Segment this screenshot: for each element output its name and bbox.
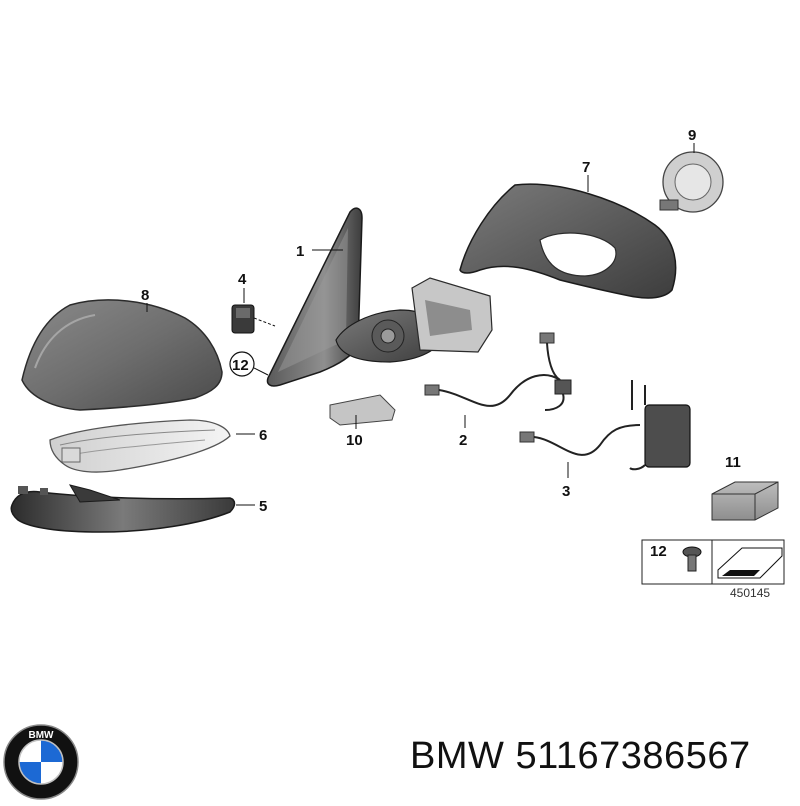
callout-12-circled-label: 12 xyxy=(232,357,249,374)
callout-12-box: 12 xyxy=(650,543,667,560)
callout-2: 2 xyxy=(459,432,467,449)
callout-3: 3 xyxy=(562,483,570,500)
part-12-screw-panel xyxy=(641,539,785,585)
bmw-roundel-icon: BMW xyxy=(3,724,79,800)
callout-1: 1 xyxy=(296,243,304,260)
part-11-box xyxy=(711,481,779,521)
part-7-housing-frame xyxy=(459,183,677,299)
diagram-reference-number: 450145 xyxy=(730,586,770,600)
part-3-harness-module xyxy=(519,380,691,471)
callout-7: 7 xyxy=(582,159,590,176)
callout-12-circled: 12 xyxy=(229,351,255,377)
callout-11: 11 xyxy=(725,454,741,471)
part-caption: BMW 51167386567 xyxy=(410,735,751,778)
part-adjustment-motor xyxy=(335,277,493,363)
part-5-trim-strip xyxy=(10,484,236,533)
callout-6: 6 xyxy=(259,427,267,444)
screw-icon xyxy=(682,546,702,572)
bmw-logo: BMW xyxy=(2,723,80,801)
part-6-turn-indicator xyxy=(49,419,231,473)
callout-10: 10 xyxy=(346,432,363,449)
leader-line-12 xyxy=(253,367,269,376)
arrow-symbol-icon xyxy=(717,547,783,579)
callout-4: 4 xyxy=(238,271,247,288)
part-2-wiring-harness xyxy=(424,332,572,411)
part-10-bracket xyxy=(329,394,396,426)
callout-9: 9 xyxy=(688,127,696,144)
part-1-mirror-glass xyxy=(266,207,363,387)
logo-letters: BMW xyxy=(29,730,55,741)
part-8-mirror-cap xyxy=(21,299,223,411)
brand-name: BMW xyxy=(410,735,505,777)
part-number: 51167386567 xyxy=(515,735,751,777)
callout-5: 5 xyxy=(259,498,267,515)
part-9-lamp-unit xyxy=(659,151,724,213)
part-4-connector xyxy=(231,304,276,334)
callout-8: 8 xyxy=(141,287,149,304)
